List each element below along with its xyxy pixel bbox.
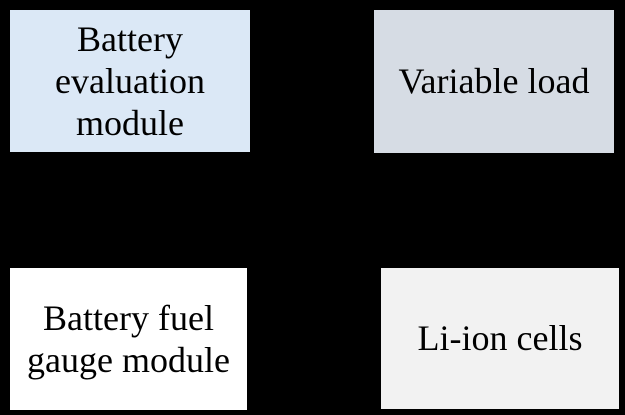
block-li-ion-cells: Li-ion cells bbox=[381, 268, 619, 409]
block-variable-load: Variable load bbox=[374, 10, 614, 153]
block-label-battery-evaluation-module: Battery evaluation module bbox=[55, 18, 205, 144]
block-label-li-ion-cells: Li-ion cells bbox=[417, 318, 583, 359]
block-battery-evaluation-module: Battery evaluation module bbox=[10, 10, 250, 152]
block-label-battery-fuel-gauge-module: Battery fuel gauge module bbox=[27, 297, 230, 380]
block-battery-fuel-gauge-module: Battery fuel gauge module bbox=[10, 268, 247, 410]
block-label-variable-load: Variable load bbox=[398, 61, 590, 102]
